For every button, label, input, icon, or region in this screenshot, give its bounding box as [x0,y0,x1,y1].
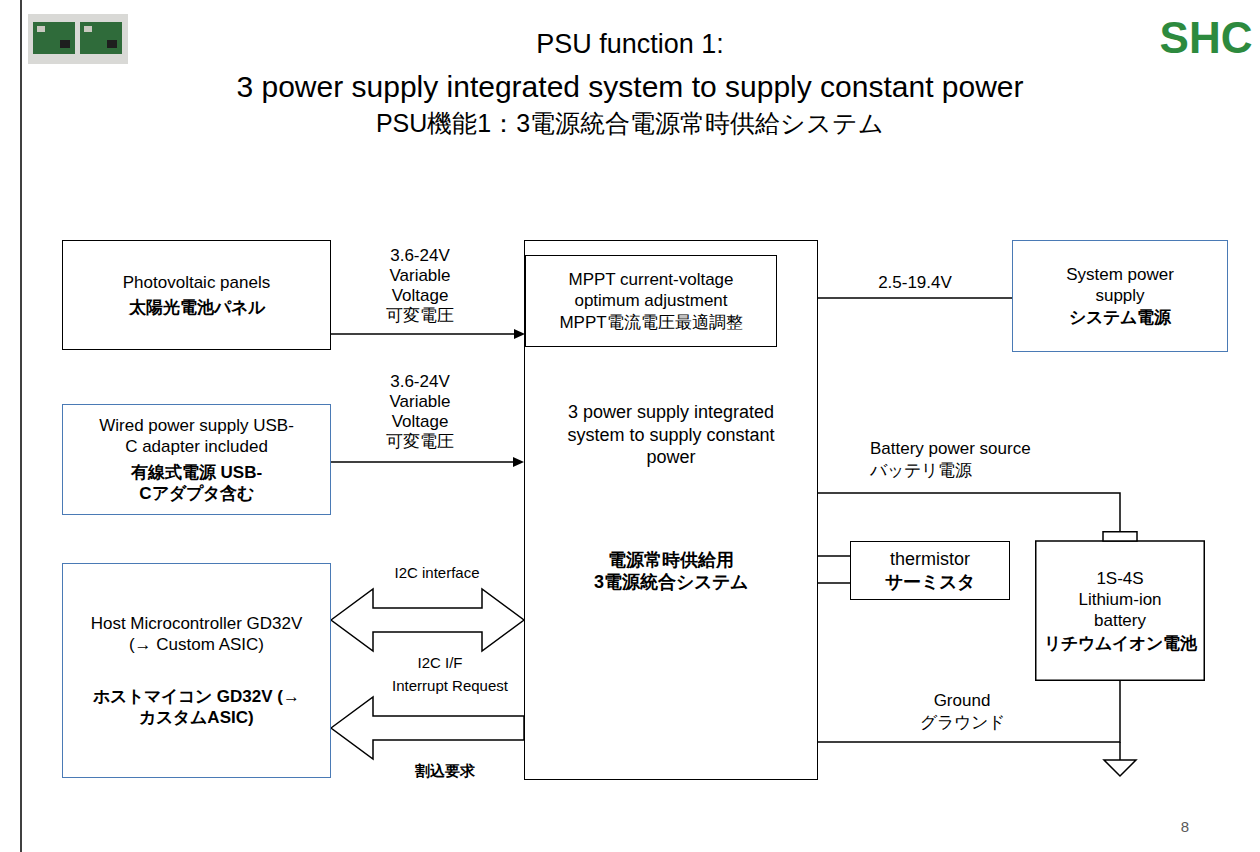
pcb-part [84,26,92,32]
wire-line [818,582,850,584]
ground-lead [1119,742,1121,760]
box-text-ja: リチウムイオン電池 [1044,633,1197,654]
box-text-ja: MPPT電流電圧最適調整 [559,312,742,333]
pcb-part [37,26,45,32]
box-text: Wired power supply USB-C adapter include… [99,415,294,458]
battery-body [1036,541,1205,680]
wire-line [818,555,850,557]
wire-line [818,681,1120,742]
wire-label: 2.5-19.4V [860,272,970,293]
bus-connector [331,589,524,651]
box-text-ja: システム電源 [1069,307,1171,328]
wire-line [818,297,1012,299]
wire-line [331,461,513,463]
slide-title: PSU function 1: [0,28,1260,62]
pcb-board [80,22,122,54]
wire-connector [331,329,525,339]
page-number: 8 [1170,818,1200,837]
box-text-ja: 電源常時供給用 3電源統合システム [581,549,761,594]
battery-cell: 1S-4S Lithium-ion batteryリチウムイオン電池 [1035,531,1205,681]
ground-symbol [1104,760,1136,776]
wire-label: Ground グラウンド [912,690,1012,734]
company-logo: SHC [1156,10,1256,65]
wire-connector [818,681,1120,742]
box-text: MPPT current-voltage optimum adjustment [551,269,751,312]
pcb-board [33,22,75,54]
box-text: Host Microcontroller GD32V (→ Custom ASI… [87,613,307,656]
battery-terminal [1103,532,1137,541]
source-box: Wired power supply USB-C adapter include… [62,404,331,515]
wire-line [331,333,514,335]
bus-arrow [331,589,524,651]
wire-label: Interrupt Request [380,677,520,696]
box-text: 3 power supply integrated system to supp… [551,401,791,469]
host-box: Host Microcontroller GD32V (→ Custom ASI… [62,563,331,778]
wire-label: Battery power source バッテリ電源 [870,438,1050,482]
psu-box: 3 power supply integrated system to supp… [524,240,818,780]
output-box: System power supplyシステム電源 [1012,240,1228,352]
wire-connector [818,583,850,584]
arrow-head [513,457,524,467]
wire-line [818,493,1120,531]
bus-arrow [331,697,524,759]
box-text: Photovoltaic panels [123,272,270,293]
interface-note: I2C I/F [392,654,488,673]
slide-subtitle: 3 power supply integrated system to supp… [0,68,1260,106]
wire-connector [331,457,524,467]
board-photo [28,14,128,64]
box-text-ja: ホストマイコン GD32V (→カスタムASIC) [87,686,307,729]
box-text: System power supply [1055,264,1185,307]
box-text: thermistor [890,548,970,571]
slide-subtitle-ja: PSU機能1：3電源統合電源常時供給システム [0,108,1260,139]
interrupt-note: 割込要求 [402,762,488,781]
pcb-part [60,40,70,48]
thermistor-box: thermistorサーミスタ [850,541,1010,600]
wire-label: I2C interface [352,564,522,583]
margin-rule [20,0,22,852]
wire-label: 3.6-24V Variable Voltage 可変電圧 [372,372,468,452]
mppt-box: MPPT current-voltage optimum adjustmentM… [525,255,777,347]
box-text-ja: サーミスタ [885,571,975,594]
wire-connector [818,493,1120,531]
bus-connector [331,697,524,759]
box-text-ja: 太陽光電池パネル [129,297,265,318]
wire-label: 3.6-24V Variable Voltage 可変電圧 [372,246,468,326]
source-box: Photovoltaic panels 太陽光電池パネル [62,240,331,350]
pcb-part [107,40,117,48]
box-text: 1S-4S Lithium-ion battery [1065,568,1175,632]
box-text-ja: 有線式電源 USB-Cアダプタ含む [99,462,294,505]
wire-connector [818,298,1012,299]
wire-connector [818,556,850,557]
